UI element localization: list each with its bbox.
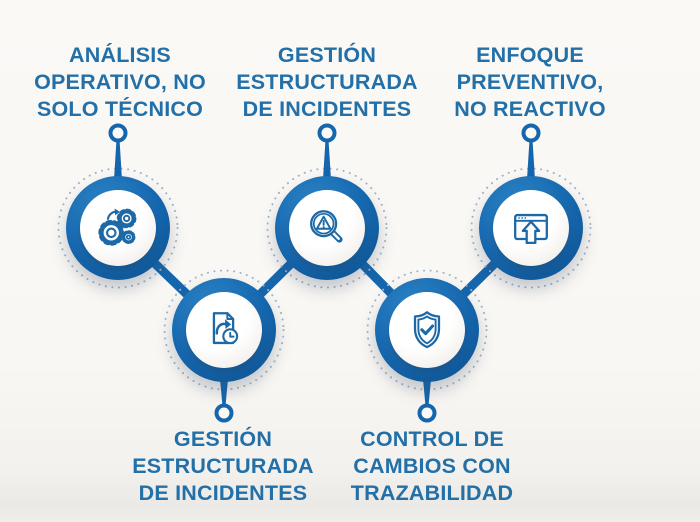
browser-upload-icon — [514, 213, 548, 245]
node-circle-gestion-incidentes-top — [275, 176, 379, 280]
node-circle-gestion-incidentes-bottom — [172, 278, 276, 382]
shield-check-icon — [413, 311, 441, 349]
node-inner-disc — [493, 190, 569, 266]
label-line: DE INCIDENTES — [242, 97, 412, 121]
node-circle-control-cambios — [375, 278, 479, 382]
document-share-clock-icon — [212, 312, 239, 345]
label-line: TRAZABILIDAD — [350, 481, 514, 505]
gears-icon — [98, 208, 137, 246]
node-inner-disc — [389, 292, 465, 368]
label-line: ENFOQUE — [476, 43, 584, 67]
label-gestion-incidentes-bottom: GESTIÓN ESTRUCTURADA DE INCIDENTES — [113, 426, 333, 507]
label-line: PREVENTIVO, — [456, 70, 604, 94]
label-line: SOLO TÉCNICO — [36, 97, 204, 121]
label-line: NO REACTIVO — [454, 97, 606, 121]
node-inner-disc — [80, 190, 156, 266]
node-inner-disc — [289, 190, 365, 266]
label-line: ANÁLISIS — [69, 43, 171, 67]
label-gestion-incidentes-top: GESTIÓN ESTRUCTURADA DE INCIDENTES — [217, 42, 437, 123]
label-line: GESTIÓN — [173, 427, 273, 451]
connector-stems — [113, 141, 536, 405]
connector-end-dots — [108, 123, 541, 423]
label-line: ESTRUCTURADA — [236, 70, 418, 94]
label-control-cambios: CONTROL DE CAMBIOS CON TRAZABILIDAD — [322, 426, 542, 507]
label-line: OPERATIVO, NO — [34, 70, 206, 94]
node-circle-analisis-operativo — [66, 176, 170, 280]
label-line: CONTROL DE — [360, 427, 504, 451]
label-line: DE INCIDENTES — [138, 481, 308, 505]
node-inner-disc — [186, 292, 262, 368]
label-line: CAMBIOS CON — [353, 454, 511, 478]
label-line: ESTRUCTURADA — [132, 454, 314, 478]
label-line: GESTIÓN — [277, 43, 377, 67]
label-enfoque-preventivo: ENFOQUE PREVENTIVO, NO REACTIVO — [420, 42, 640, 123]
magnifier-warning-icon — [310, 210, 343, 243]
label-analisis-operativo: ANÁLISIS OPERATIVO, NO SOLO TÉCNICO — [10, 42, 230, 123]
node-circle-enfoque-preventivo — [479, 176, 583, 280]
